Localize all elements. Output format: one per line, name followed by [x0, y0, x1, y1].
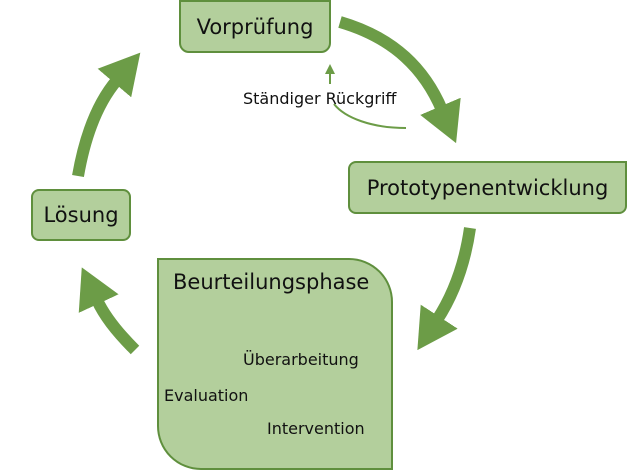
node-prototypenentwicklung-label: Prototypenentwicklung — [366, 175, 609, 200]
arrow-loes-to-vor — [72, 52, 141, 178]
feedback-label: Ständiger Rückgriff — [243, 89, 397, 108]
arrow-beur-to-loes — [78, 267, 140, 355]
inner-evaluation-label: Evaluation — [164, 386, 249, 405]
arrow-rueckgriff — [330, 72, 407, 129]
node-loesung: Lösung — [31, 189, 131, 241]
arrow-proto-to-beur — [417, 227, 476, 351]
node-vorpruefung-label: Vorprüfung — [196, 14, 314, 39]
inner-ueberarbeitung-label: Überarbeitung — [243, 350, 359, 369]
node-beurteilungsphase-label: Beurteilungsphase — [173, 270, 370, 294]
node-prototypenentwicklung: Prototypenentwicklung — [348, 161, 627, 214]
node-beurteilungsphase: Beurteilungsphase — [157, 258, 393, 470]
node-loesung-label: Lösung — [43, 203, 119, 227]
arrow-vor-to-proto — [338, 16, 461, 144]
node-vorpruefung: Vorprüfung — [179, 0, 331, 53]
inner-intervention-label: Intervention — [267, 419, 365, 438]
